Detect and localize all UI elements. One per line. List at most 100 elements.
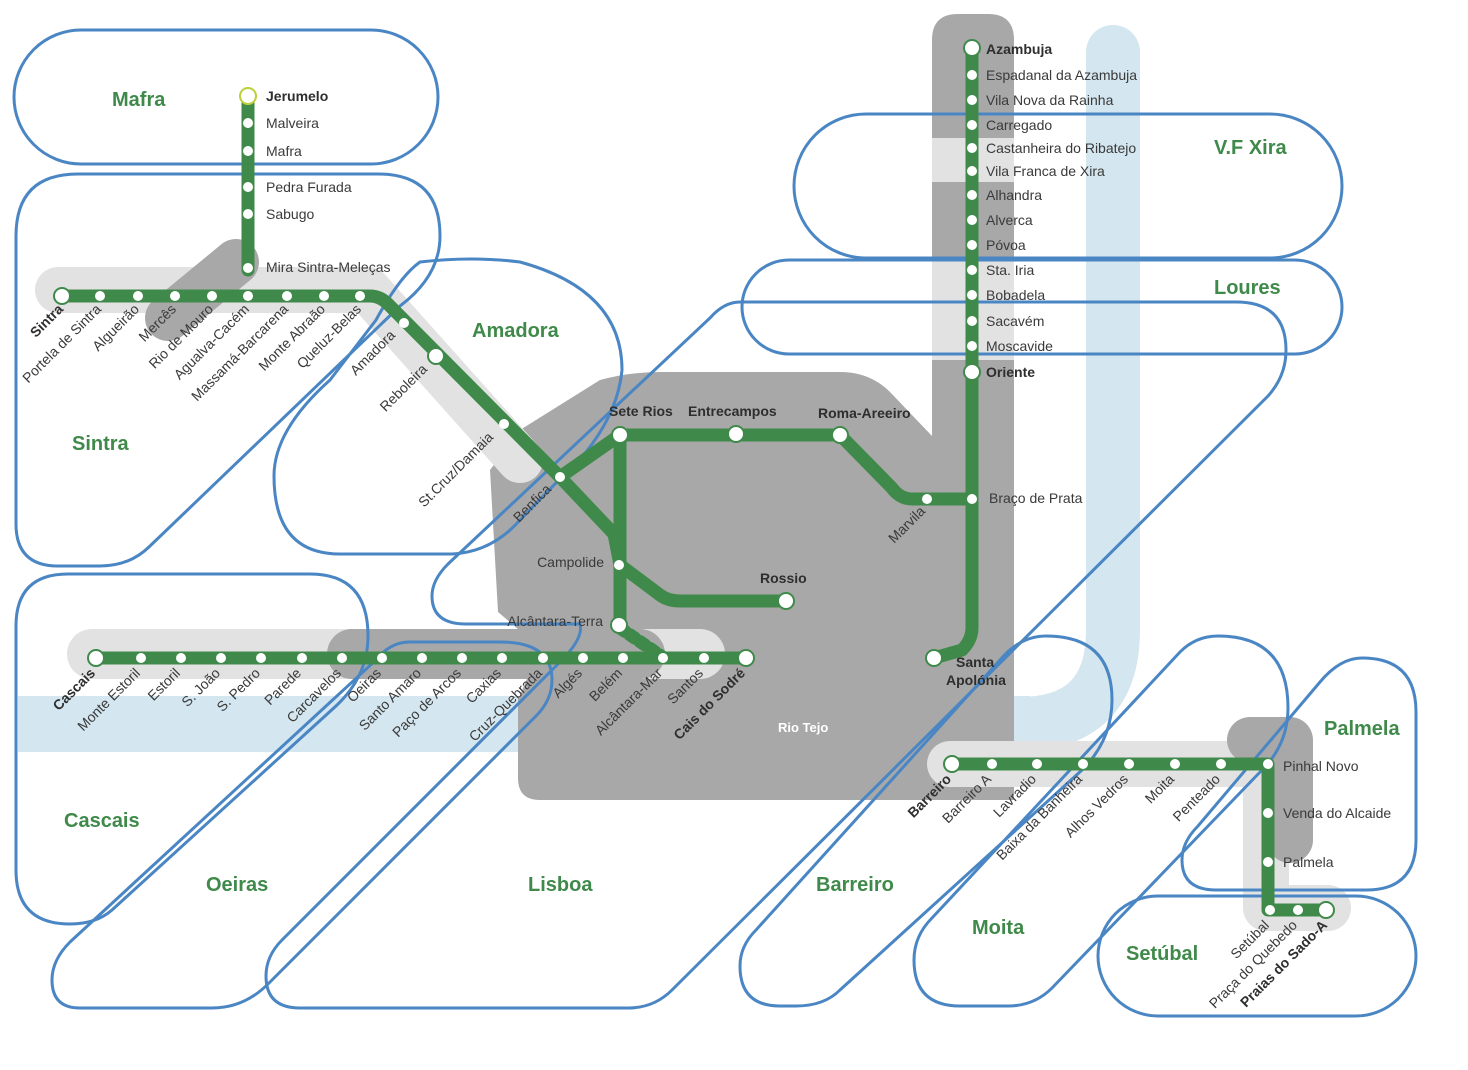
station-dot[interactable] [963, 39, 981, 57]
station-dot[interactable] [239, 87, 257, 105]
station-dot[interactable] [967, 215, 977, 225]
station-dot[interactable] [737, 649, 755, 667]
station-label: Pinhal Novo [1283, 758, 1359, 774]
station-dot[interactable] [963, 363, 981, 381]
station-dot[interactable] [1263, 759, 1273, 769]
station-dot[interactable] [967, 166, 977, 176]
station-dot[interactable] [967, 143, 977, 153]
station-dot[interactable] [943, 755, 961, 773]
station-label: Venda do Alcaide [1283, 805, 1391, 821]
station-dot[interactable] [243, 209, 253, 219]
station-label: Mafra [266, 143, 302, 159]
station-dot[interactable] [1078, 759, 1088, 769]
station-dot[interactable] [1317, 901, 1335, 919]
station-dot[interactable] [967, 494, 977, 504]
station-dot[interactable] [53, 287, 71, 305]
station-dot[interactable] [282, 291, 292, 301]
station-dot[interactable] [614, 560, 624, 570]
station-dot[interactable] [1265, 905, 1275, 915]
municipality-labels: Mafra Sintra Amadora Cascais Oeiras Lisb… [64, 89, 1400, 965]
station-dot[interactable] [95, 291, 105, 301]
station-dot[interactable] [610, 616, 628, 634]
station-label: Espadanal da Azambuja [986, 67, 1137, 83]
station-dot[interactable] [967, 240, 977, 250]
station-dot[interactable] [319, 291, 329, 301]
station-dot[interactable] [1293, 905, 1303, 915]
station-dot[interactable] [170, 291, 180, 301]
station-dot[interactable] [355, 291, 365, 301]
station-dot[interactable] [967, 341, 977, 351]
station-dot[interactable] [133, 291, 143, 301]
station-dot[interactable] [417, 653, 427, 663]
station-dot[interactable] [243, 182, 253, 192]
river-north-arm [933, 25, 1140, 751]
station-label: Castanheira do Ribatejo [986, 140, 1136, 156]
station-dot[interactable] [1124, 759, 1134, 769]
station-dot[interactable] [207, 291, 217, 301]
label-amadora: Amadora [472, 320, 560, 342]
station-label: Alcântara-Terra [507, 613, 603, 629]
station-dot[interactable] [377, 653, 387, 663]
station-label: Reboleira [376, 361, 430, 415]
station-dot[interactable] [1263, 808, 1273, 818]
station-dot[interactable] [256, 653, 266, 663]
station-dot[interactable] [399, 318, 409, 328]
station-dot[interactable] [555, 472, 565, 482]
station-dot[interactable] [243, 291, 253, 301]
station-label: Santa [956, 654, 994, 670]
station-dot[interactable] [967, 265, 977, 275]
station-dot[interactable] [987, 759, 997, 769]
zone-vfxira [792, 112, 1344, 260]
station-dot[interactable] [499, 419, 509, 429]
station-dot[interactable] [176, 653, 186, 663]
station-dot[interactable] [243, 118, 253, 128]
station-dot[interactable] [457, 653, 467, 663]
station-dot[interactable] [967, 316, 977, 326]
station-dot[interactable] [216, 653, 226, 663]
station-dot[interactable] [1170, 759, 1180, 769]
station-dot[interactable] [1216, 759, 1226, 769]
station-dot[interactable] [578, 653, 588, 663]
station-dot[interactable] [967, 95, 977, 105]
alcantara-link [613, 621, 671, 665]
station-label: Campolide [537, 554, 604, 570]
station-dot[interactable] [967, 190, 977, 200]
station-label: Alverca [986, 212, 1033, 228]
sintra-line [55, 289, 567, 484]
station-dot[interactable] [727, 425, 745, 443]
station-dot[interactable] [618, 653, 628, 663]
station-dot[interactable] [699, 653, 709, 663]
station-label: Jerumelo [266, 88, 328, 104]
zone-barreiro [738, 634, 1114, 1008]
station-dot[interactable] [658, 653, 668, 663]
station-label: Mira Sintra-Meleças [266, 259, 390, 275]
station-dot[interactable] [337, 653, 347, 663]
station-dot[interactable] [925, 649, 943, 667]
station-label: Vila Nova da Rainha [986, 92, 1114, 108]
station-label: Apolónia [946, 672, 1006, 688]
label-mafra: Mafra [112, 89, 166, 111]
station-dot[interactable] [922, 494, 932, 504]
station-dot[interactable] [777, 592, 795, 610]
station-dot[interactable] [87, 649, 105, 667]
station-dot[interactable] [967, 290, 977, 300]
station-dot[interactable] [538, 653, 548, 663]
rossio-branch [613, 558, 793, 608]
station-dot[interactable] [611, 426, 629, 444]
station-label: Roma-Areeiro [818, 405, 911, 421]
station-label: Azambuja [986, 41, 1052, 57]
station-dot[interactable] [967, 120, 977, 130]
zone-cascais [14, 572, 370, 926]
station-dot[interactable] [136, 653, 146, 663]
station-dot[interactable] [243, 146, 253, 156]
station-dot[interactable] [1032, 759, 1042, 769]
station-dot[interactable] [427, 347, 445, 365]
station-dot[interactable] [243, 263, 253, 273]
station-dot[interactable] [831, 426, 849, 444]
municipality-outlines [12, 28, 1418, 1018]
station-dot[interactable] [497, 653, 507, 663]
station-dot[interactable] [297, 653, 307, 663]
station-dot[interactable] [967, 70, 977, 80]
station-label: Sete Rios [609, 403, 673, 419]
station-dot[interactable] [1263, 857, 1273, 867]
